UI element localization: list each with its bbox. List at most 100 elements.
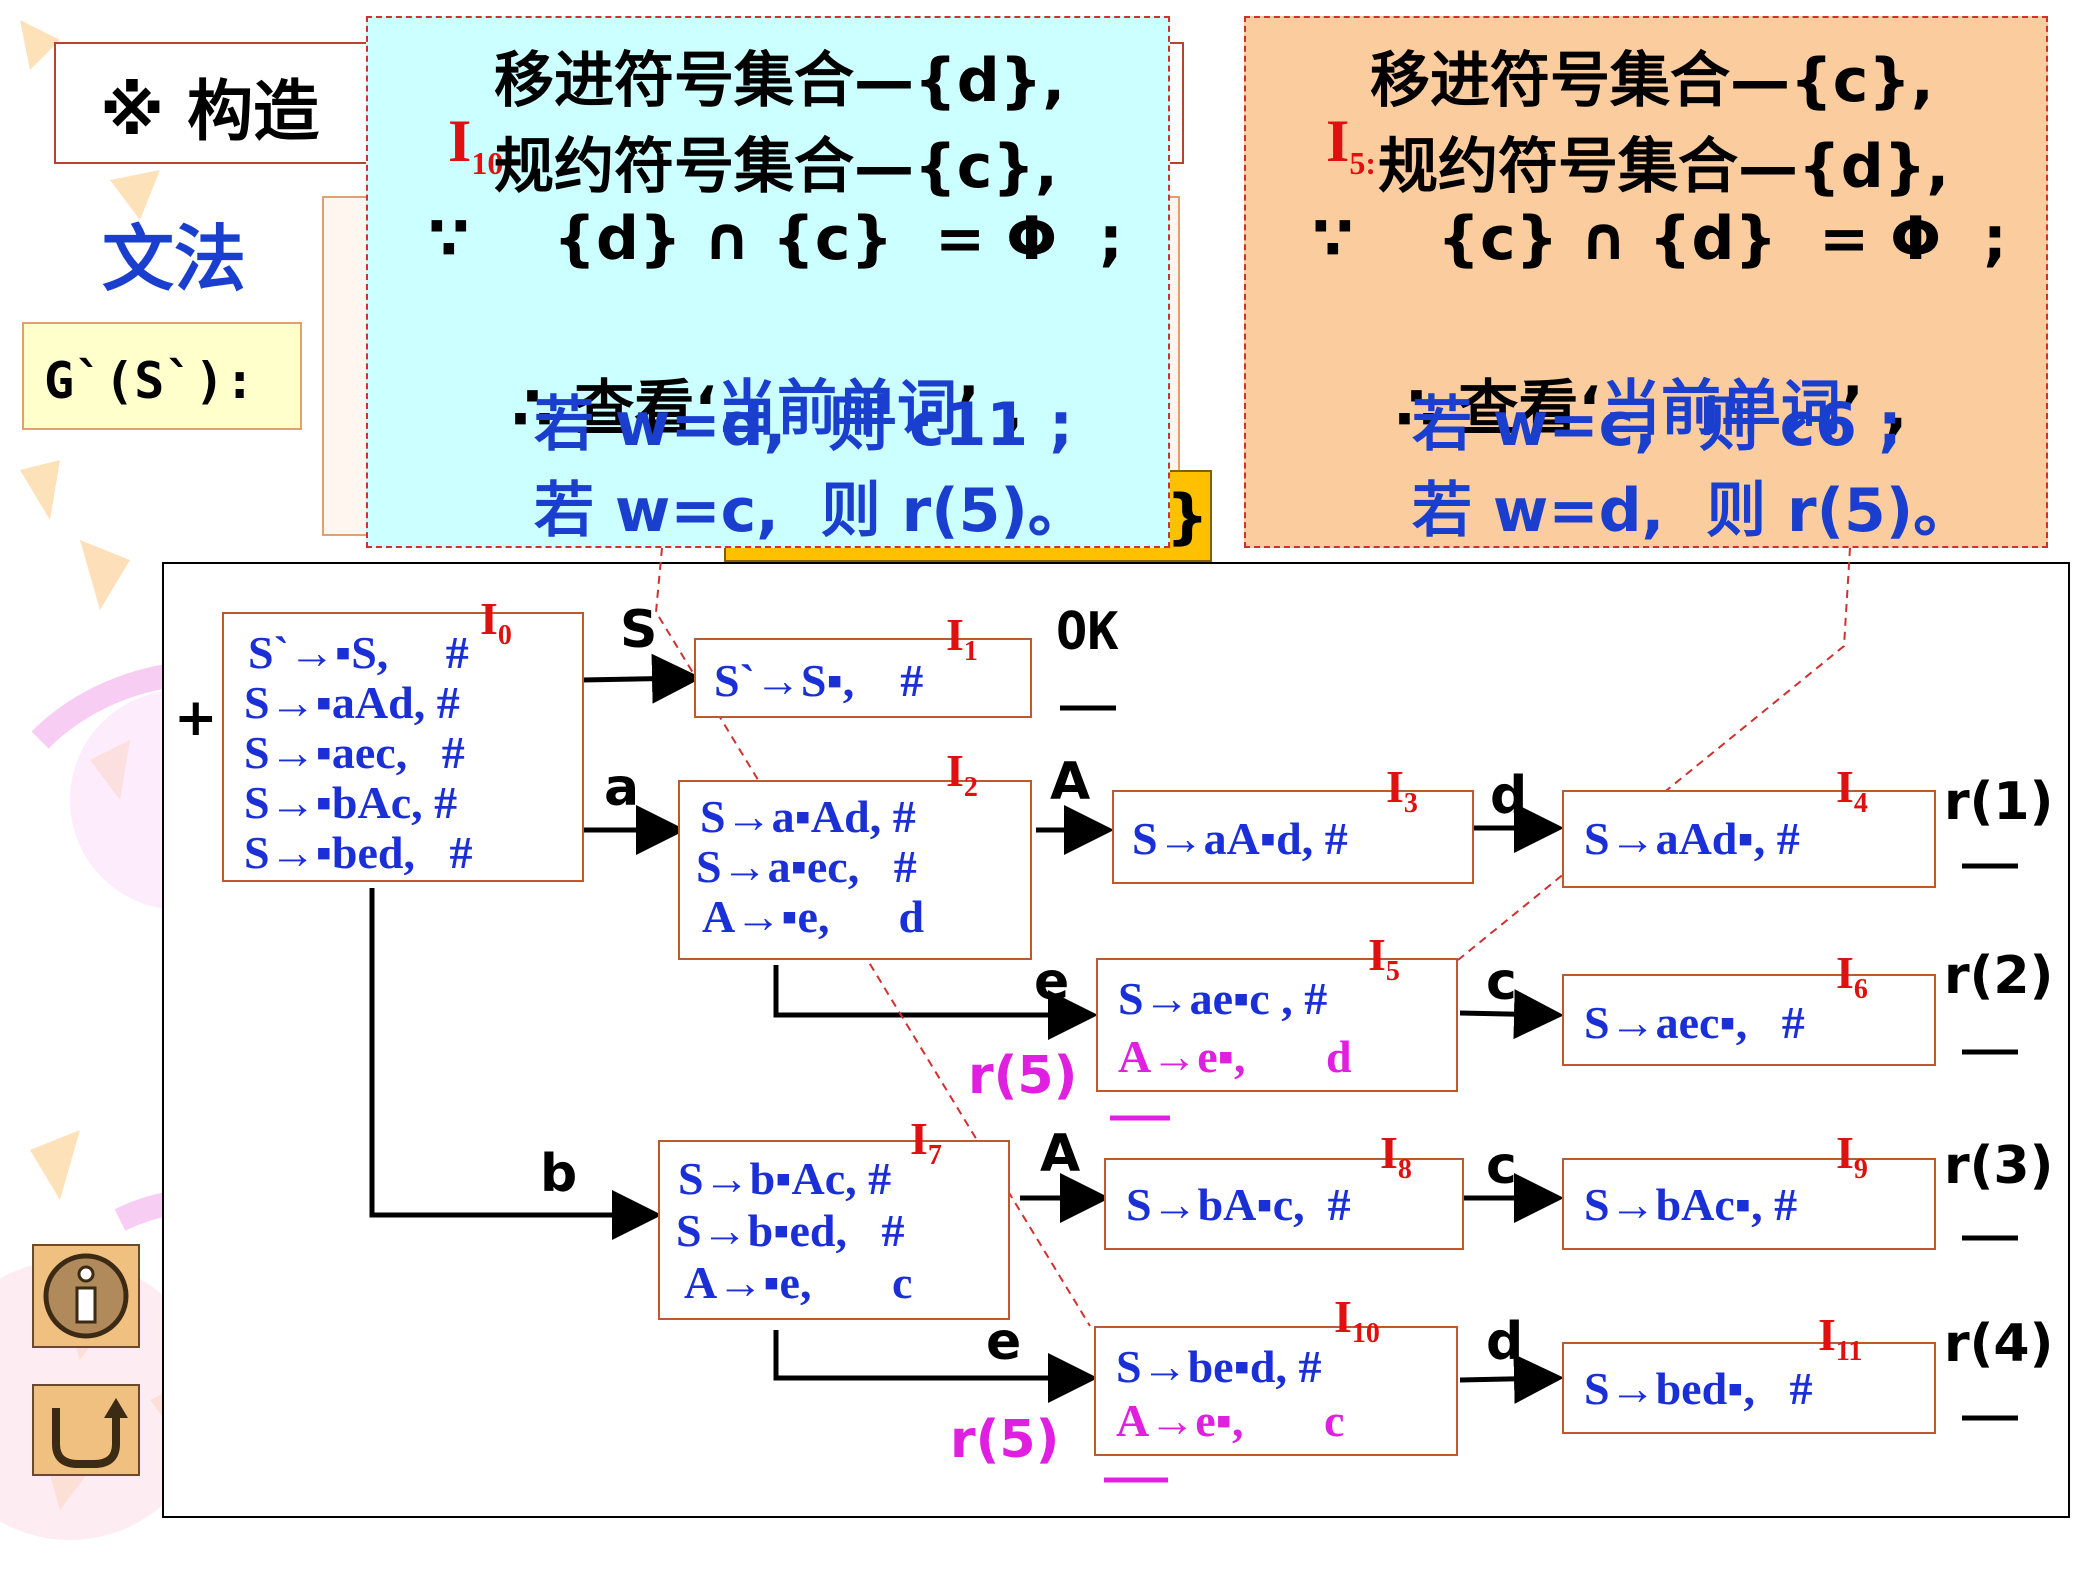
reduce-set-line: 规约符号集合—{c}, <box>494 132 1058 202</box>
lookahead-word: 当前单词 <box>1601 374 1841 444</box>
lr-item: S→▪bed, # <box>244 827 473 878</box>
state-i5: S→ae▪c , # A→e▪, d <box>1096 958 1458 1092</box>
state-label-sub: 1 <box>963 636 978 668</box>
lr-item: S→a▪Ad, # <box>700 791 916 842</box>
info-button[interactable] <box>32 1244 140 1348</box>
state-label-main: I <box>910 1113 928 1164</box>
partial-covered-text: } <box>1166 482 1209 552</box>
state-i2: S→a▪Ad, # S→a▪ec, # A→▪e, d <box>678 780 1032 960</box>
state-label-sub: 9 <box>1853 1154 1868 1186</box>
state-i1: S`→S▪, # <box>694 638 1032 718</box>
lookahead-suffix: ’ , <box>1841 374 1908 444</box>
transition-label-c: c <box>1486 1136 1517 1196</box>
return-icon <box>52 1398 128 1468</box>
grammar-name-box: G`(S`): <box>22 322 302 430</box>
lr-item: S→bAc▪, # <box>1584 1179 1798 1230</box>
state-label-i6: I6 <box>1836 946 1868 1006</box>
state-label-sub: 4 <box>1853 788 1868 820</box>
lr-item: S→▪bAc, # <box>244 777 458 828</box>
lr-item-reduce: A→e▪, c <box>1116 1395 1345 1446</box>
grammar-label: 文法 <box>102 217 247 301</box>
lr-item: S→aA▪d, # <box>1132 813 1348 864</box>
lr-item: S`→S▪, # <box>714 655 924 706</box>
reduce-label-5: r(5) <box>968 1046 1078 1106</box>
lr-item: A→▪e, c <box>684 1257 913 1308</box>
state-label-i2: I2 <box>946 744 978 804</box>
state-label-sub: 3 <box>1403 788 1418 820</box>
i5-panel-label: I5: <box>1266 38 1376 251</box>
state-label-sub: 11 <box>1835 1336 1863 1368</box>
state-label-i4: I4 <box>1836 760 1868 820</box>
transition-label-e: e <box>1034 952 1070 1012</box>
lookahead-line: ∴ 查看‘当前单词’ , <box>428 290 1024 517</box>
state-label-sub: 7 <box>927 1140 942 1172</box>
i10-panel-label-sub: 10: <box>471 145 515 181</box>
shift-set-line: 移进符号集合—{d}, <box>494 46 1066 116</box>
lookahead-suffix: ’ , <box>957 374 1024 444</box>
state-label-main: I <box>1818 1309 1836 1360</box>
state-label-main: I <box>1836 947 1854 998</box>
state-label-i3: I3 <box>1386 760 1418 820</box>
i10-panel-label-main: I <box>448 108 472 174</box>
augment-plus: + <box>174 688 218 748</box>
state-i10: S→be▪d, # A→e▪, c <box>1094 1326 1458 1456</box>
transition-label-a-upper: A <box>1040 1124 1081 1184</box>
shift-set-line: 移进符号集合—{c}, <box>1370 46 1934 116</box>
state-label-i10: I10 <box>1334 1290 1380 1350</box>
i10-panel-label: I10: <box>388 38 514 251</box>
transition-label-b: b <box>540 1144 578 1204</box>
rule-line: 若 w=c, 则 c6 ; <box>1412 390 1902 460</box>
transition-label-d: d <box>1490 766 1528 826</box>
state-i6: S→aec▪, # <box>1562 974 1936 1066</box>
lr-item: A→▪e, d <box>702 891 925 942</box>
reduce-label-2: r(2) <box>1944 946 2054 1006</box>
transition-label-d: d <box>1486 1312 1524 1372</box>
lookahead-prefix: ∴ 查看‘ <box>511 374 717 444</box>
state-label-i11: I11 <box>1818 1308 1862 1368</box>
transition-label-e: e <box>986 1312 1022 1372</box>
lr-item: S→bA▪c, # <box>1126 1179 1351 1230</box>
state-label-i7: I7 <box>910 1112 942 1172</box>
info-icon <box>43 1253 129 1339</box>
state-label-i9: I9 <box>1836 1126 1868 1186</box>
state-i11: S→bed▪, # <box>1562 1342 1936 1434</box>
state-label-main: I <box>1836 761 1854 812</box>
i10-explanation-panel: I10: 移进符号集合—{d}, 规约符号集合—{c}, ∵ {d} ∩ {c}… <box>366 16 1170 548</box>
state-label-i8: I8 <box>1380 1126 1412 1186</box>
accept-label: OK <box>1056 602 1119 662</box>
state-i4: S→aAd▪, # <box>1562 790 1936 888</box>
grammar-name: G`(S`): <box>44 352 255 410</box>
state-i9: S→bAc▪, # <box>1562 1158 1936 1250</box>
slide-title: ※ 构造 <box>100 73 320 150</box>
transition-label-a-upper: A <box>1050 752 1091 812</box>
state-i0: S`→▪S, # S→▪aAd, # S→▪aec, # S→▪bAc, # S… <box>222 612 584 882</box>
transition-label-s: S <box>620 600 658 660</box>
intersection-line: ∵ {d} ∩ {c} = Φ ; <box>428 204 1123 274</box>
i5-panel-label-main: I <box>1326 108 1350 174</box>
state-label-main: I <box>1386 761 1404 812</box>
lookahead-prefix: ∴ 查看‘ <box>1395 374 1601 444</box>
state-label-sub: 10 <box>1351 1318 1380 1350</box>
state-label-main: I <box>1836 1127 1854 1178</box>
lr-item: S`→▪S, # <box>248 627 469 678</box>
reduce-set-line: 规约符号集合—{d}, <box>1378 132 1950 202</box>
state-label-sub: 2 <box>963 772 978 804</box>
lr-item: S→ae▪c , # <box>1118 973 1328 1024</box>
transition-label-a: a <box>604 758 640 818</box>
state-label-i1: I1 <box>946 608 978 668</box>
lr-item: S→b▪ed, # <box>676 1205 905 1256</box>
state-label-main: I <box>946 609 964 660</box>
reduce-label-1: r(1) <box>1944 772 2054 832</box>
lr-item: S→▪aAd, # <box>244 677 460 728</box>
return-button[interactable] <box>32 1384 140 1476</box>
transition-label-c: c <box>1486 952 1517 1012</box>
state-i3: S→aA▪d, # <box>1112 790 1474 884</box>
lookahead-line: ∴ 查看‘当前单词’ , <box>1312 290 1908 517</box>
lr-item: S→aec▪, # <box>1584 997 1805 1048</box>
lr-item: S→b▪Ac, # <box>678 1153 892 1204</box>
reduce-label-3: r(3) <box>1944 1136 2054 1196</box>
state-label-sub: 8 <box>1397 1154 1412 1186</box>
state-label-i5: I5 <box>1368 928 1400 988</box>
state-i7: S→b▪Ac, # S→b▪ed, # A→▪e, c <box>658 1140 1010 1320</box>
